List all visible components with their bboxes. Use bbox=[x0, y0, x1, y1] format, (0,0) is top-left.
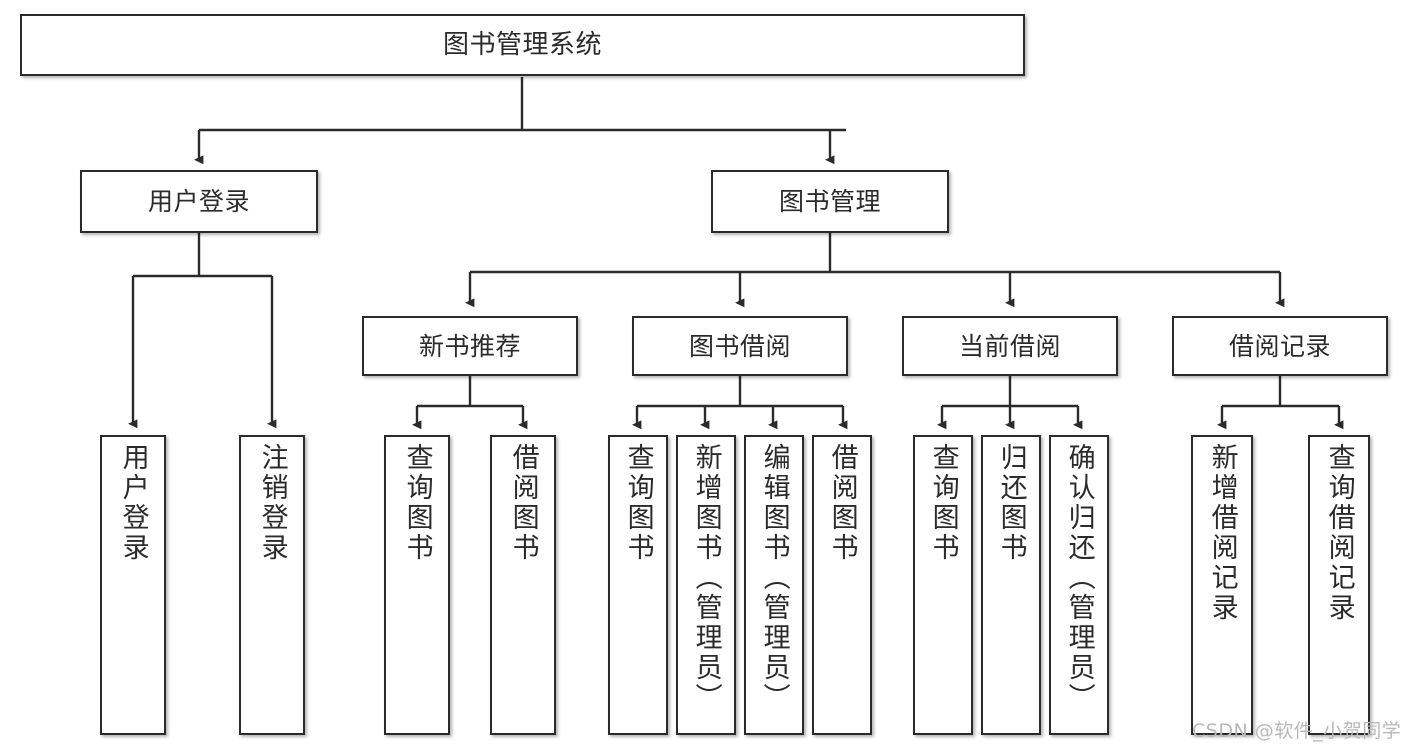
leaf-record-query-record[interactable]: 查询借阅记录 bbox=[1308, 435, 1370, 735]
leaf-user-login-logout-label: 注销登录 bbox=[256, 443, 288, 563]
node-book-management-label: 图书管理 bbox=[778, 187, 881, 216]
node-book-borrow-label: 图书借阅 bbox=[688, 331, 791, 361]
csdn-watermark: CSDN @软件_小贺同学 bbox=[1192, 720, 1402, 742]
node-new-book-recommend[interactable]: 新书推荐 bbox=[362, 316, 578, 376]
node-borrow-record-label: 借阅记录 bbox=[1228, 331, 1331, 361]
leaf-borrow-edit-book-admin[interactable]: 编辑图书（管理员） bbox=[744, 435, 804, 735]
leaf-record-add-record-label: 新增借阅记录 bbox=[1206, 443, 1238, 623]
node-new-book-recommend-label: 新书推荐 bbox=[418, 331, 521, 361]
leaf-recommend-query-book-label: 查询图书 bbox=[401, 443, 433, 563]
leaf-recommend-borrow-book-label: 借阅图书 bbox=[507, 443, 539, 563]
node-current-borrow-label: 当前借阅 bbox=[958, 331, 1061, 361]
node-root-book-management-system[interactable]: 图书管理系统 bbox=[20, 14, 1025, 76]
leaf-user-login-login-label: 用户登录 bbox=[117, 443, 149, 563]
leaf-borrow-query-book[interactable]: 查询图书 bbox=[608, 435, 668, 735]
leaf-borrow-add-book-admin[interactable]: 新增图书（管理员） bbox=[676, 435, 736, 735]
node-book-borrow[interactable]: 图书借阅 bbox=[632, 316, 848, 376]
leaf-current-return-book-label: 归还图书 bbox=[995, 443, 1027, 563]
node-book-management[interactable]: 图书管理 bbox=[711, 170, 949, 233]
leaf-recommend-query-book[interactable]: 查询图书 bbox=[384, 435, 450, 735]
leaf-borrow-add-book-admin-label: 新增图书（管理员） bbox=[690, 443, 722, 713]
node-user-login-label: 用户登录 bbox=[147, 187, 250, 216]
leaf-recommend-borrow-book[interactable]: 借阅图书 bbox=[490, 435, 556, 735]
leaf-borrow-borrow-book-label: 借阅图书 bbox=[826, 443, 858, 563]
leaf-user-login-logout[interactable]: 注销登录 bbox=[239, 435, 305, 735]
node-current-borrow[interactable]: 当前借阅 bbox=[902, 316, 1118, 376]
leaf-record-add-record[interactable]: 新增借阅记录 bbox=[1191, 435, 1253, 735]
leaf-user-login-login[interactable]: 用户登录 bbox=[100, 435, 166, 735]
leaf-borrow-borrow-book[interactable]: 借阅图书 bbox=[812, 435, 872, 735]
leaf-current-return-book[interactable]: 归还图书 bbox=[981, 435, 1041, 735]
leaf-current-query-book[interactable]: 查询图书 bbox=[913, 435, 973, 735]
leaf-borrow-edit-book-admin-label: 编辑图书（管理员） bbox=[758, 443, 790, 713]
node-borrow-record[interactable]: 借阅记录 bbox=[1172, 316, 1388, 376]
node-user-login[interactable]: 用户登录 bbox=[80, 170, 318, 233]
leaf-current-query-book-label: 查询图书 bbox=[927, 443, 959, 563]
leaf-current-confirm-return-admin[interactable]: 确认归还（管理员） bbox=[1049, 435, 1109, 735]
leaf-current-confirm-return-admin-label: 确认归还（管理员） bbox=[1063, 443, 1095, 713]
leaf-record-query-record-label: 查询借阅记录 bbox=[1323, 443, 1355, 623]
leaf-borrow-query-book-label: 查询图书 bbox=[622, 443, 654, 563]
node-root-label: 图书管理系统 bbox=[442, 30, 602, 60]
